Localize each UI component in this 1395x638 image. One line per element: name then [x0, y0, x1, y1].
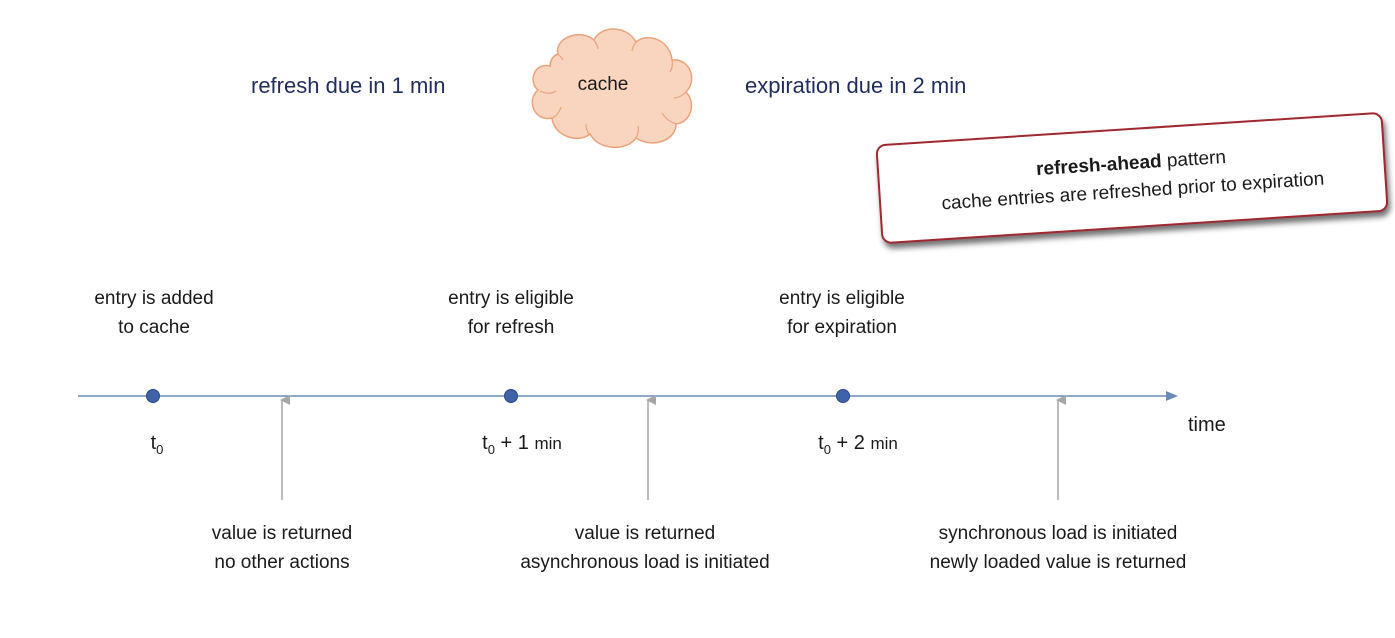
- cache-cloud-icon: [531, 28, 693, 148]
- event-async-load: value is returned asynchronous load is i…: [520, 523, 770, 573]
- event-entry-added: entry is added to cache: [94, 288, 214, 338]
- event-eligible-refresh: entry is eligible for refresh: [448, 288, 574, 338]
- event-eligible-expiration: entry is eligible for expiration: [779, 288, 905, 338]
- event-sync-load: synchronous load is initiated newly load…: [929, 523, 1187, 573]
- expiration-due-label: expiration due in 2 min: [745, 73, 967, 98]
- cache-label: cache: [577, 74, 629, 95]
- t0-dot: [146, 389, 160, 403]
- time-axis-label: time: [1188, 414, 1226, 436]
- tick-t0-plus-2: t0 + 2 min: [818, 432, 898, 457]
- tick-t0-plus-1: t0 + 1 min: [482, 432, 562, 457]
- t2-dot: [836, 389, 850, 403]
- t1-dot: [504, 389, 518, 403]
- tick-t0: t0: [150, 432, 164, 457]
- event-value-returned: value is returned no other actions: [211, 523, 353, 573]
- refresh-due-label: refresh due in 1 min: [251, 73, 446, 98]
